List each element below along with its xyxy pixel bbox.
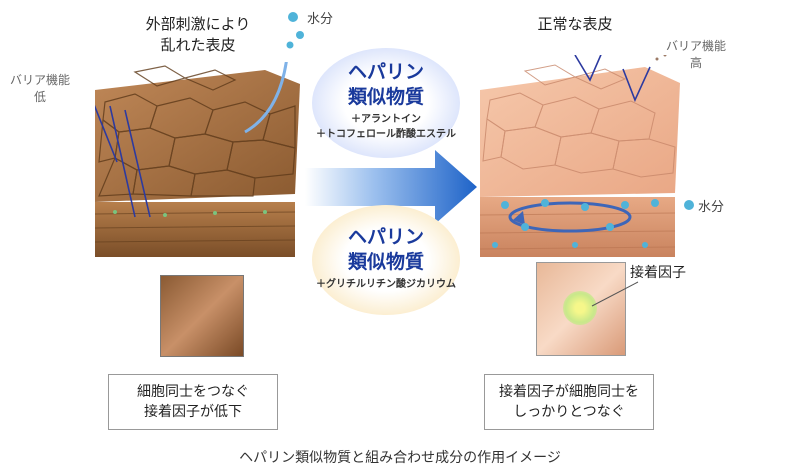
left-barrier-level: 低 <box>33 90 46 104</box>
left-water-label: 水分 <box>307 12 334 27</box>
left-water-group: 水分 <box>285 5 365 55</box>
right-skin-illustration <box>479 55 680 257</box>
left-barrier-label: バリア機能 低 <box>4 72 76 106</box>
center-arrow-icon <box>305 150 477 224</box>
right-box-line2: しっかりとつなぐ <box>513 404 625 420</box>
right-barrier-label: バリア機能 高 <box>656 38 736 72</box>
left-title-line2: 乱れた表皮 <box>160 36 236 54</box>
center-top-sub2: ＋トコフェロール酢酸エステル <box>316 129 456 140</box>
center-top-line1: ヘパリン <box>347 61 424 83</box>
left-title: 外部刺激により 乱れた表皮 <box>128 14 268 56</box>
water-drops-icon <box>286 12 304 49</box>
left-description-box: 細胞同士をつなぐ 接着因子が低下 <box>108 374 278 430</box>
adhesion-label: 接着因子 <box>630 265 686 281</box>
center-top-sub1: ＋アラントイン <box>351 114 421 125</box>
right-box-line1: 接着因子が細胞同士を <box>499 384 639 400</box>
right-title: 正常な表皮 <box>537 15 613 33</box>
center-top-glow <box>312 48 460 158</box>
right-barrier-text: バリア機能 <box>665 39 726 53</box>
center-bottom-glow <box>312 205 460 315</box>
right-water-group: 水分 <box>682 195 742 215</box>
center-bottom-sub1: ＋グリチルリチン酸ジカリウム <box>316 279 456 290</box>
right-barrier-level: 高 <box>689 56 702 70</box>
left-box-line1: 細胞同士をつなぐ <box>137 384 249 400</box>
adhesion-factor-glow <box>563 291 597 325</box>
water-drop-icon <box>684 200 694 210</box>
left-skin-illustration <box>95 62 300 257</box>
center-top-label: ヘパリン 類似物質 ＋アラントイン ＋トコフェロール酢酸エステル <box>312 60 460 142</box>
left-inset-closeup <box>160 275 244 357</box>
adhesion-pointer-line <box>591 281 639 307</box>
center-bottom-line2: 類似物質 <box>347 251 424 273</box>
left-barrier-text: バリア機能 <box>9 73 70 87</box>
left-box-line2: 接着因子が低下 <box>144 404 242 420</box>
center-bottom-line1: ヘパリン <box>347 226 424 248</box>
center-bottom-label: ヘパリン 類似物質 ＋グリチルリチン酸ジカリウム <box>312 225 460 292</box>
right-inset-closeup <box>536 262 626 356</box>
figure-caption: ヘパリン類似物質と組み合わせ成分の作用イメージ <box>239 450 561 466</box>
right-description-box: 接着因子が細胞同士を しっかりとつなぐ <box>484 374 654 430</box>
center-top-line2: 類似物質 <box>347 86 424 108</box>
left-title-line1: 外部刺激により <box>145 15 251 33</box>
right-water-label: 水分 <box>698 200 725 215</box>
